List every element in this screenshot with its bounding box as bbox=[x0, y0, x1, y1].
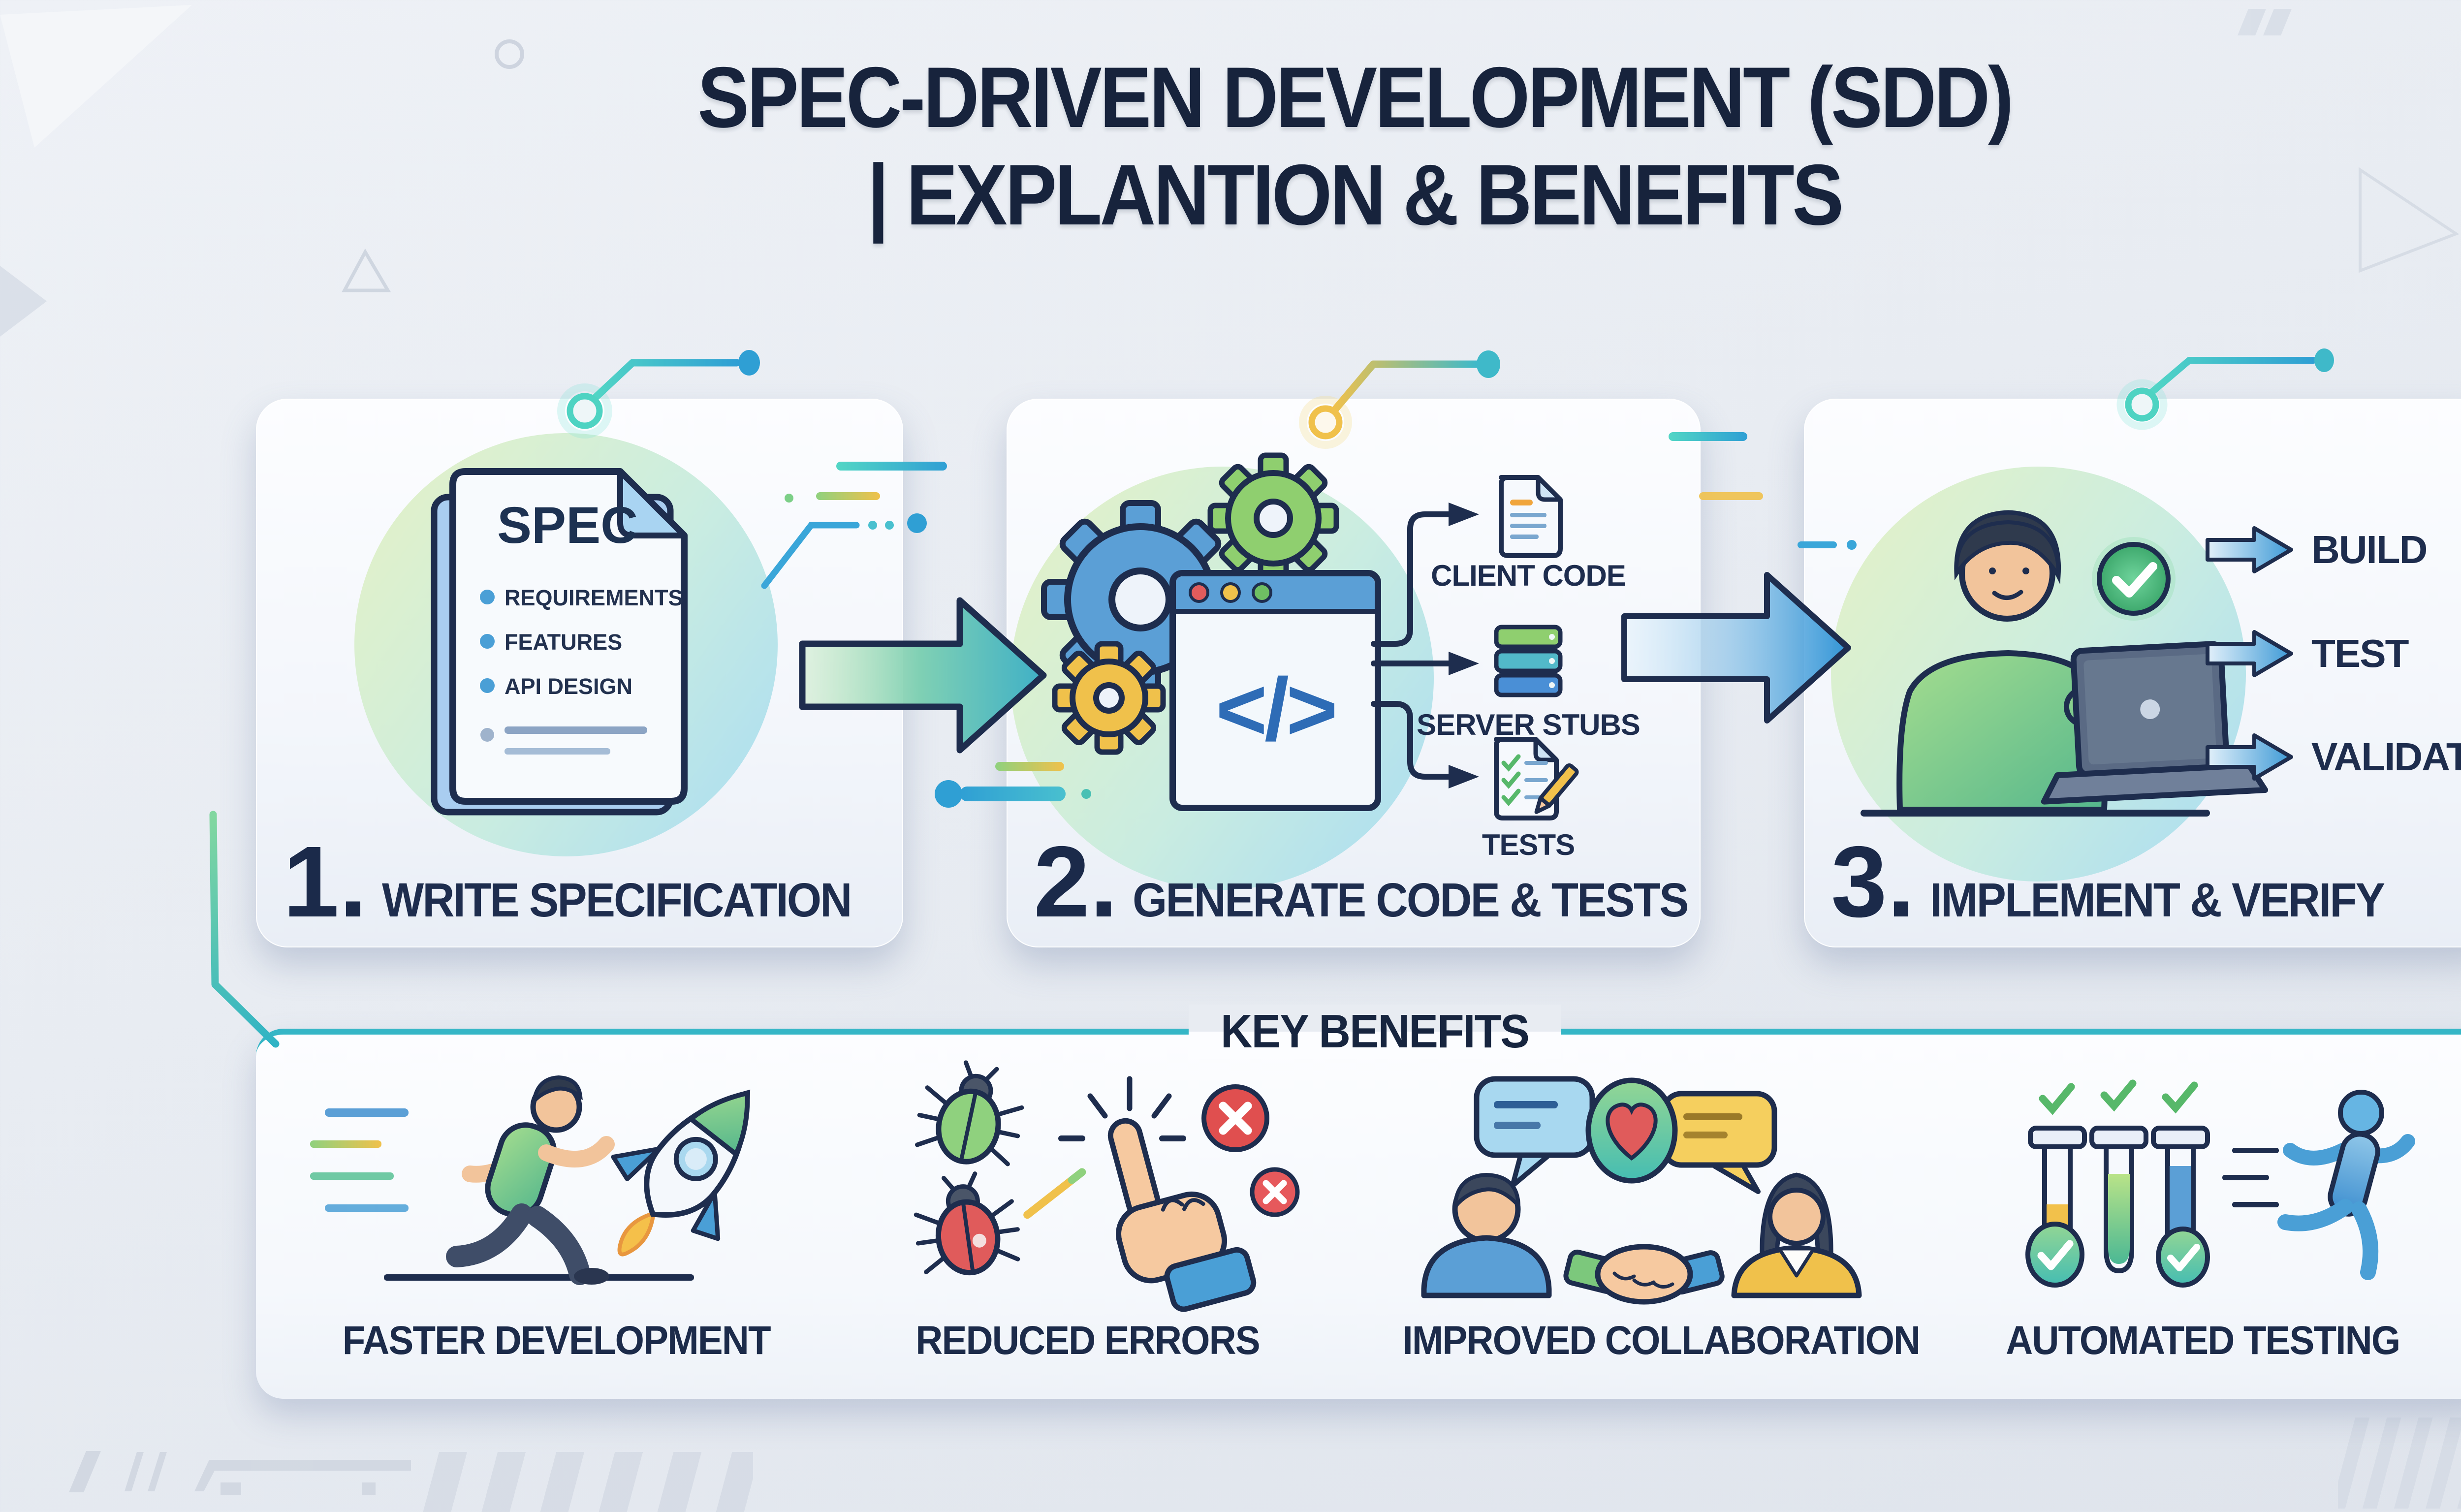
woman-avatar-icon bbox=[1731, 1172, 1862, 1298]
step3-label: IMPLEMENT & VERIFY bbox=[1929, 873, 2385, 927]
check-build-label: BUILD bbox=[2311, 527, 2428, 571]
title-line-1: SPEC-DRIVEN DEVELOPMENT (SDD) bbox=[697, 50, 2014, 146]
step1-label: WRITE SPECIFICATION bbox=[381, 873, 852, 927]
output-server-stubs-label: SERVER STUBS bbox=[1417, 708, 1641, 741]
handshake-icon bbox=[1563, 1244, 1725, 1305]
bottom-left-marks-decoration bbox=[69, 1451, 411, 1495]
key-benefits-heading: KEY BENEFITS bbox=[1188, 1005, 1561, 1059]
server-stubs-icon bbox=[1494, 625, 1563, 697]
check-badge-icon bbox=[2025, 1222, 2084, 1288]
bug-green-icon bbox=[915, 1060, 1024, 1166]
spec-bullet-features: FEATURES bbox=[505, 630, 622, 655]
benefit-label: IMPROVED COLLABORATION bbox=[1402, 1318, 1921, 1363]
verify-row-validate: VALIDATE bbox=[2206, 733, 2461, 781]
step2-caption: 2. GENERATE CODE & TESTS bbox=[1034, 825, 1689, 938]
check-validate-label: VALIDATE bbox=[2311, 734, 2461, 779]
verify-row-build: BUILD bbox=[2206, 526, 2428, 573]
arrow-right-icon bbox=[2206, 526, 2293, 573]
speech-bubble-blue-icon bbox=[1474, 1076, 1595, 1158]
developer-at-laptop-icon bbox=[1861, 510, 2269, 817]
benefit-automated-testing: AUTOMATED TESTING bbox=[1944, 1035, 2461, 1399]
step1-caption: 1. WRITE SPECIFICATION bbox=[283, 825, 883, 938]
gear-green-icon bbox=[1207, 452, 1339, 584]
bottom-left-stripes-decoration bbox=[409, 1452, 753, 1512]
step3-number: 3. bbox=[1831, 825, 1915, 938]
people-handshake-icon bbox=[1421, 1076, 1862, 1305]
check-test-label: TEST bbox=[2311, 631, 2409, 675]
laptop-icon bbox=[2041, 641, 2269, 805]
checkmarks-row-icon bbox=[2039, 1079, 2198, 1115]
code-window: </> bbox=[1169, 570, 1381, 811]
gear-blue-icon bbox=[1041, 500, 1240, 699]
spec-bullet-api-design: API DESIGN bbox=[505, 674, 632, 699]
step3-caption: 3. IMPLEMENT & VERIFY bbox=[1831, 825, 2461, 938]
test-tubes-runner-icon bbox=[2025, 1079, 2415, 1288]
benefit-improved-collaboration: IMPROVED COLLABORATION bbox=[1383, 1035, 1921, 1399]
runner-rocket-icon bbox=[310, 1075, 751, 1285]
arrow-right-icon bbox=[2206, 630, 2293, 677]
success-check-icon bbox=[2092, 537, 2176, 621]
code-window-titlebar bbox=[1176, 576, 1375, 614]
tests-checklist-icon bbox=[1494, 737, 1579, 820]
step2-label: GENERATE CODE & TESTS bbox=[1132, 873, 1689, 927]
click-burst-icon bbox=[1087, 1076, 1172, 1119]
step-card-generate-code-tests: </> CLIENT CODE bbox=[1007, 399, 1701, 947]
gears-icon bbox=[1041, 452, 1339, 755]
arrow-right-icon bbox=[2206, 733, 2293, 781]
check-badge-icon bbox=[2156, 1227, 2210, 1288]
benefit-faster-development: FASTER DEVELOPMENT bbox=[298, 1035, 815, 1399]
benefit-reduced-errors: REDUCED ERRORS bbox=[829, 1035, 1346, 1399]
speech-bubble-yellow-icon bbox=[1661, 1091, 1777, 1168]
bottom-right-stripes-decoration bbox=[2338, 1418, 2461, 1509]
man-avatar-icon bbox=[1421, 1172, 1552, 1298]
step2-number: 2. bbox=[1034, 825, 1118, 938]
spec-document-icon: SPEC REQUIREMENTS FEATURES API DESIGN bbox=[431, 468, 688, 816]
bug-red-icon bbox=[914, 1171, 1020, 1276]
running-figure-icon bbox=[2222, 1090, 2415, 1280]
branch-connector-arrows bbox=[1371, 503, 1479, 788]
window-dot-green-icon bbox=[1252, 582, 1272, 603]
benefit-label: FASTER DEVELOPMENT bbox=[342, 1318, 771, 1363]
pointing-hand-icon bbox=[1107, 1118, 1257, 1312]
page-title: SPEC-DRIVEN DEVELOPMENT (SDD) | EXPLANTI… bbox=[0, 49, 2461, 244]
client-code-document-icon bbox=[1499, 475, 1563, 558]
code-window-body: </> bbox=[1176, 614, 1375, 805]
benefit-label: AUTOMATED TESTING bbox=[2005, 1318, 2400, 1363]
benefit-label: REDUCED ERRORS bbox=[915, 1318, 1261, 1363]
key-benefits-panel: KEY BENEFITS bbox=[256, 1005, 2461, 1399]
step-card-implement-verify: BUILD TEST VALIDATE 3. IMPLEMENT & VERIF… bbox=[1804, 399, 2461, 947]
verify-row-test: TEST bbox=[2206, 630, 2409, 677]
step1-number: 1. bbox=[283, 825, 367, 938]
output-tests-label: TESTS bbox=[1482, 828, 1575, 861]
window-dot-yellow-icon bbox=[1220, 582, 1241, 603]
bugs-click-icon bbox=[914, 1060, 1300, 1312]
code-symbol: </> bbox=[1215, 660, 1338, 759]
window-dot-red-icon bbox=[1189, 582, 1209, 603]
step-card-write-specification: SPEC REQUIREMENTS FEATURES API DESIGN 1.… bbox=[256, 399, 903, 947]
gear-yellow-icon bbox=[1052, 641, 1166, 755]
pencil-icon bbox=[1534, 763, 1579, 814]
output-client-code-label: CLIENT CODE bbox=[1431, 559, 1626, 592]
spec-bullet-requirements: REQUIREMENTS bbox=[505, 585, 683, 610]
title-line-2: | EXPLANTION & BENEFITS bbox=[867, 147, 1844, 243]
spec-doc-title: SPEC bbox=[497, 497, 638, 554]
